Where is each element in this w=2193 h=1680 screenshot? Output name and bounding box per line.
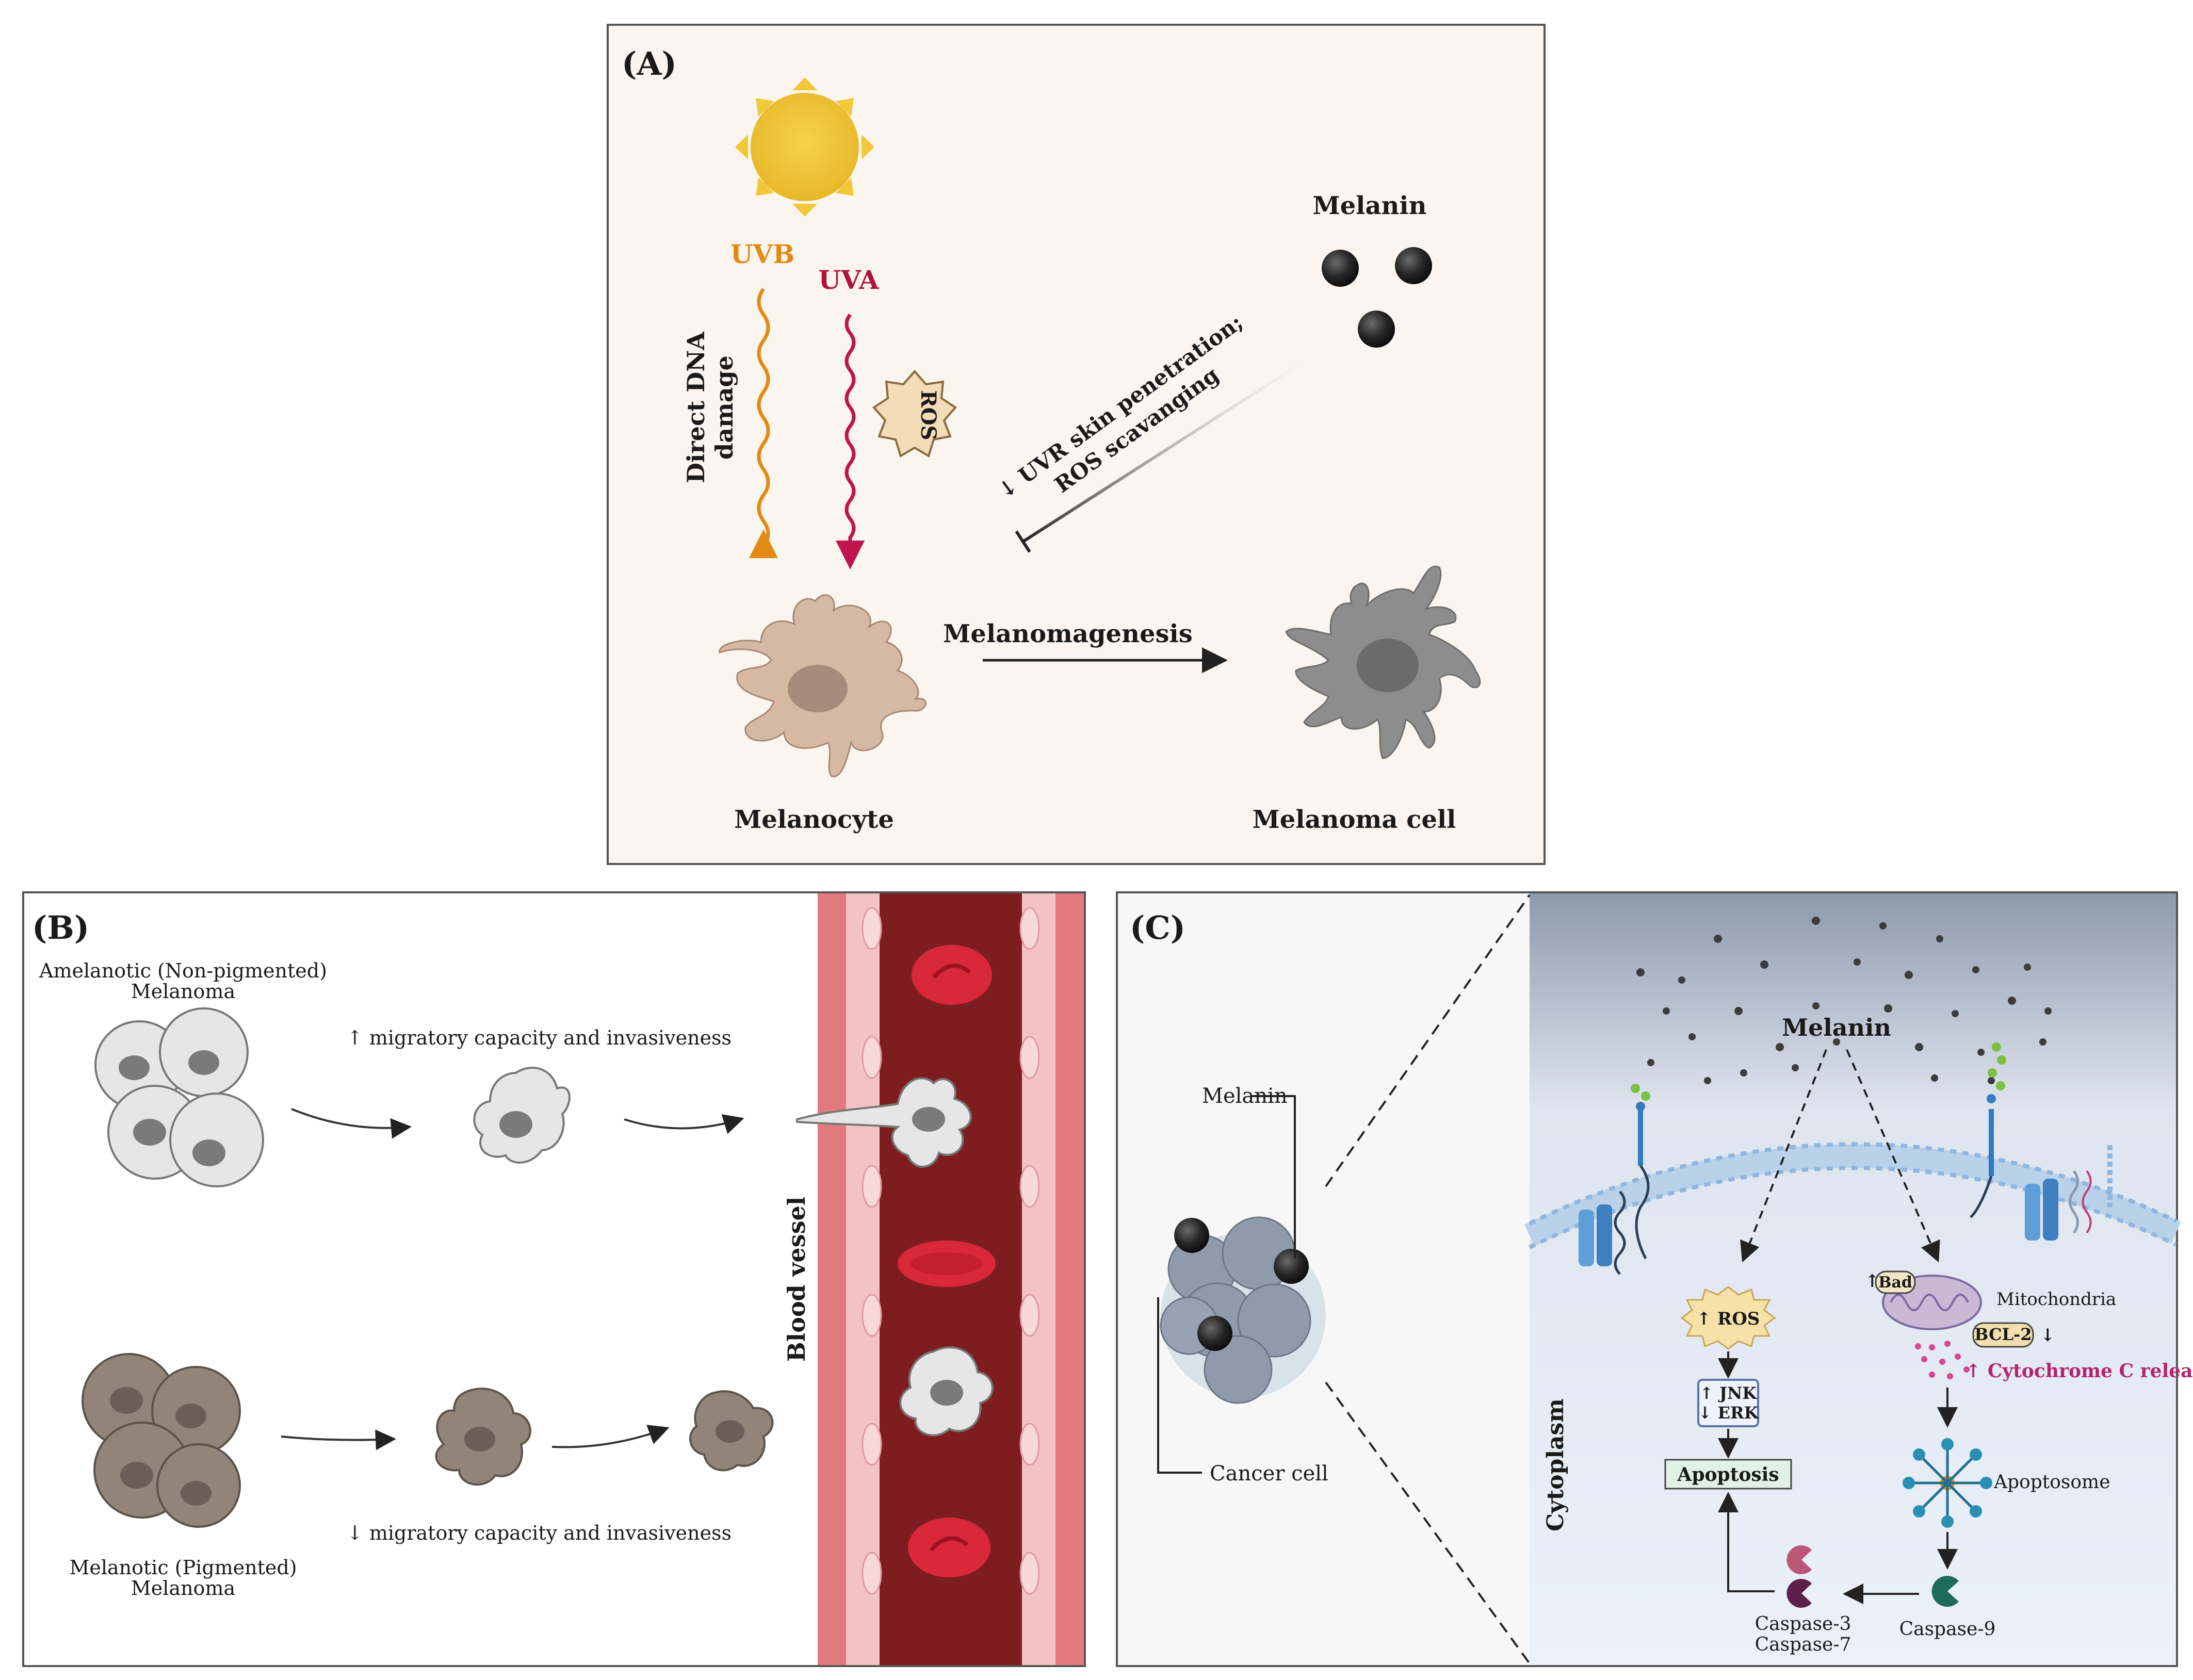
melanin-granule (1274, 1249, 1309, 1284)
blood-vessel-label: Blood vessel (783, 1197, 810, 1362)
zoom-line-top (1325, 894, 1531, 1187)
caspase9-icon (1931, 1576, 1959, 1607)
cancer-cell-callout-line (1157, 1297, 1202, 1474)
melanin-granule (1395, 247, 1432, 284)
cancer-cell-cluster (1160, 1216, 1326, 1404)
amelanotic-label-line2: Melanoma (131, 980, 235, 1003)
apoptosome-label: Apoptosome (1993, 1472, 2110, 1493)
ros-burst-icon: ROS (872, 369, 957, 458)
melanocyte-cell (719, 594, 927, 777)
arrow-melanotic-2 (551, 1425, 670, 1448)
red-blood-cell (908, 1518, 990, 1577)
uva-label: UVA (818, 265, 880, 295)
cytoplasm-label: Cytoplasm (1542, 1398, 1569, 1531)
sun-icon (735, 77, 874, 217)
caspase7-icon (1786, 1579, 1812, 1608)
caspase3-label: Caspase-3 (1755, 1613, 1851, 1635)
melanin-granule (1197, 1316, 1232, 1351)
zoom-line-bottom (1325, 1381, 1531, 1665)
direct-dna-damage-line2: damage (710, 355, 738, 460)
dashed-arrow-to-mitochondria (1846, 1049, 1940, 1263)
melanotic-single-cell-2 (689, 1390, 774, 1472)
decreased-migration-label: ↓ migratory capacity and invasiveness (347, 1522, 732, 1544)
melanocyte-label: Melanocyte (734, 805, 894, 834)
red-blood-cell (898, 1241, 996, 1287)
amelanotic-cell-cluster (94, 1007, 264, 1187)
red-blood-cell (912, 945, 992, 1005)
amelanotic-single-cell (473, 1067, 571, 1164)
melanin-callout-line (1251, 1095, 1296, 1259)
apoptosis-box: Apoptosis (1664, 1459, 1792, 1490)
melanotic-label-line2: Melanoma (131, 1577, 235, 1600)
ros-burst-icon: ↑ ROS (1680, 1286, 1776, 1350)
ros-label: ROS (916, 390, 940, 441)
membrane-receptor-left (1579, 1190, 1626, 1275)
arrow-caspase-to-apoptosis (1718, 1492, 1775, 1592)
panel-c: (C) Melanin Cancer cell (1116, 891, 2193, 1667)
direct-dna-damage-line1: Direct DNA (682, 331, 710, 483)
jnk-label: ↑ JNK (1700, 1383, 1757, 1403)
erk-label: ↓ ERK (1698, 1403, 1759, 1423)
jnk-erk-box: ↑ JNK ↓ ERK (1697, 1379, 1759, 1427)
cancer-cell-label: Cancer cell (1210, 1462, 1328, 1486)
melanomagenesis-label: Melanomagenesis (943, 619, 1193, 648)
caspase7-label: Caspase-7 (1755, 1634, 1851, 1655)
inhibition-arrow (1015, 349, 1322, 553)
apoptosome-icon (1903, 1438, 1992, 1528)
circulating-melanoma-cell (899, 1346, 994, 1437)
uva-wave (836, 313, 865, 569)
glycoprotein-left (1631, 1084, 1650, 1260)
amelanotic-label-line1: Amelanotic (Non-pigmented) (39, 959, 327, 982)
bad-badge: Bad (1875, 1270, 1916, 1294)
glycoprotein-right (1970, 1042, 2006, 1218)
membrane-receptor-right (2025, 1145, 2113, 1241)
bcl2-label: BCL-2 (1974, 1325, 2032, 1344)
melanotic-label-line1: Melanotic (Pigmented) (69, 1556, 297, 1579)
melanoma-cell-label: Melanoma cell (1253, 805, 1456, 834)
uvb-label: UVB (730, 239, 795, 269)
melanin-granule (1358, 311, 1395, 348)
bcl2-badge: BCL-2 (1972, 1322, 2034, 1348)
melanotic-single-cell-1 (435, 1388, 531, 1486)
cytochrome-c-dots (1915, 1341, 1970, 1379)
melanotic-cell-cluster (82, 1353, 241, 1528)
mitochondria-label: Mitochondria (1996, 1289, 2116, 1310)
increased-migration-label: ↑ migratory capacity and invasiveness (347, 1026, 732, 1049)
bad-label: Bad (1878, 1274, 1912, 1292)
panel-c-label: (C) (1130, 909, 1185, 947)
melanin-particles (1636, 917, 2052, 1084)
cell-membrane (1524, 1142, 2181, 1249)
panel-a-label: (A) (622, 45, 677, 83)
cytochrome-c-label: ↑ Cytochrome C release (1965, 1360, 2193, 1382)
melanoma-cell (1285, 565, 1481, 759)
melanin-label: Melanin (1312, 191, 1426, 220)
migrating-melanoma-cell (796, 1077, 972, 1168)
zoom-background (1530, 893, 2176, 1665)
melanin-granule (1322, 250, 1359, 287)
bcl2-arrow: ↓ (2040, 1325, 2055, 1346)
melanin-granule (1174, 1218, 1209, 1253)
uvb-wave (749, 287, 778, 558)
melanin-top-label: Melanin (1782, 1014, 1891, 1041)
panel-a: (A) UVB UVA Direct DNA damage (607, 24, 1546, 865)
arrow-amelanotic-2 (624, 1114, 744, 1134)
arrow-amelanotic-1 (291, 1108, 412, 1139)
panel-b: (B) Amelanotic (Non-pigmented) Melanoma … (22, 891, 1086, 1667)
caspase3-icon (1786, 1545, 1812, 1575)
caspase9-label: Caspase-9 (1899, 1619, 1996, 1640)
blood-vessel (796, 893, 1084, 1665)
apoptosis-label: Apoptosis (1677, 1464, 1779, 1486)
panel-b-label: (B) (32, 909, 89, 947)
arrow-melanotic-1 (281, 1429, 396, 1450)
ros-label: ↑ ROS (1697, 1309, 1760, 1329)
